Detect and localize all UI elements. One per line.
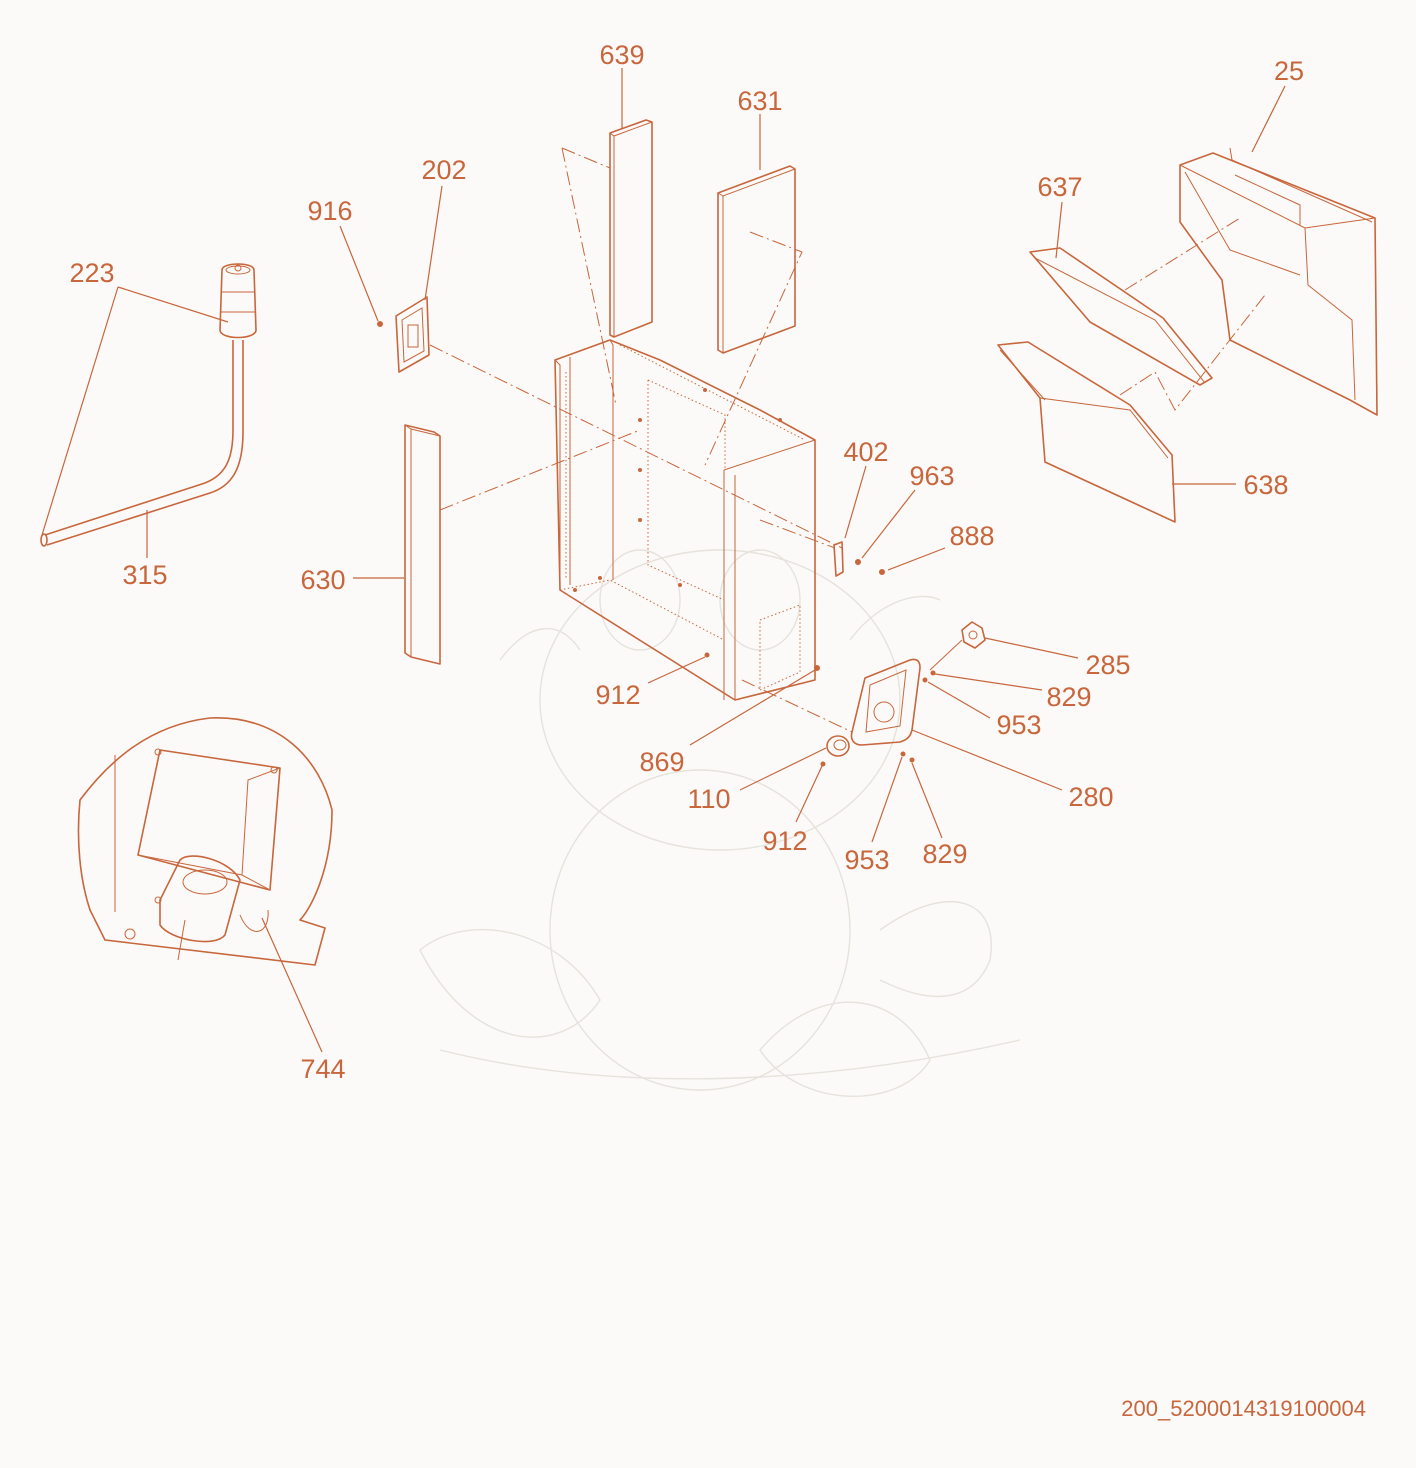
label-638: 638	[1243, 470, 1288, 500]
label-285: 285	[1085, 650, 1130, 680]
part-110-bush	[704, 652, 936, 767]
watermark-illustration	[419, 549, 1021, 1097]
label-916: 916	[307, 196, 352, 226]
part-630-strip	[404, 424, 441, 665]
label-223: 223	[69, 258, 114, 288]
part-number-labels: 639 631 25 202 916 637 223 402 963 888 6…	[69, 40, 1304, 1084]
label-912-lower: 912	[762, 826, 807, 856]
part-402-latch	[377, 321, 885, 577]
document-id: 200_5200014319100004	[1121, 1396, 1366, 1421]
label-829-lower: 829	[922, 839, 967, 869]
part-631-panel	[717, 165, 796, 354]
part-639-panel	[609, 119, 653, 338]
label-953-lower: 953	[844, 845, 889, 875]
label-25: 25	[1274, 56, 1304, 86]
label-630: 630	[300, 565, 345, 595]
label-744: 744	[300, 1054, 345, 1084]
label-315: 315	[122, 560, 167, 590]
part-285-knob	[929, 621, 986, 671]
part-280-plate	[850, 658, 921, 746]
part-25-housing	[1179, 147, 1378, 416]
label-912-upper: 912	[595, 680, 640, 710]
label-888: 888	[949, 521, 994, 551]
label-637: 637	[1037, 172, 1082, 202]
label-963: 963	[909, 461, 954, 491]
label-639: 639	[599, 40, 644, 70]
label-829-upper: 829	[1046, 682, 1091, 712]
label-402: 402	[843, 437, 888, 467]
main-frame-box	[554, 339, 816, 701]
assembly-dash-lines	[429, 147, 1266, 733]
label-631: 631	[737, 86, 782, 116]
label-953-upper: 953	[996, 710, 1041, 740]
part-638-plate	[997, 341, 1176, 523]
label-280: 280	[1068, 782, 1113, 812]
leader-lines	[41, 68, 1286, 1053]
label-869: 869	[639, 747, 684, 777]
label-110: 110	[687, 784, 730, 814]
part-223-315-rod	[40, 263, 257, 547]
label-202: 202	[421, 155, 466, 185]
part-202-bracket	[395, 296, 430, 373]
part-744-detail	[77, 717, 333, 966]
part-637-plate	[1029, 247, 1213, 386]
